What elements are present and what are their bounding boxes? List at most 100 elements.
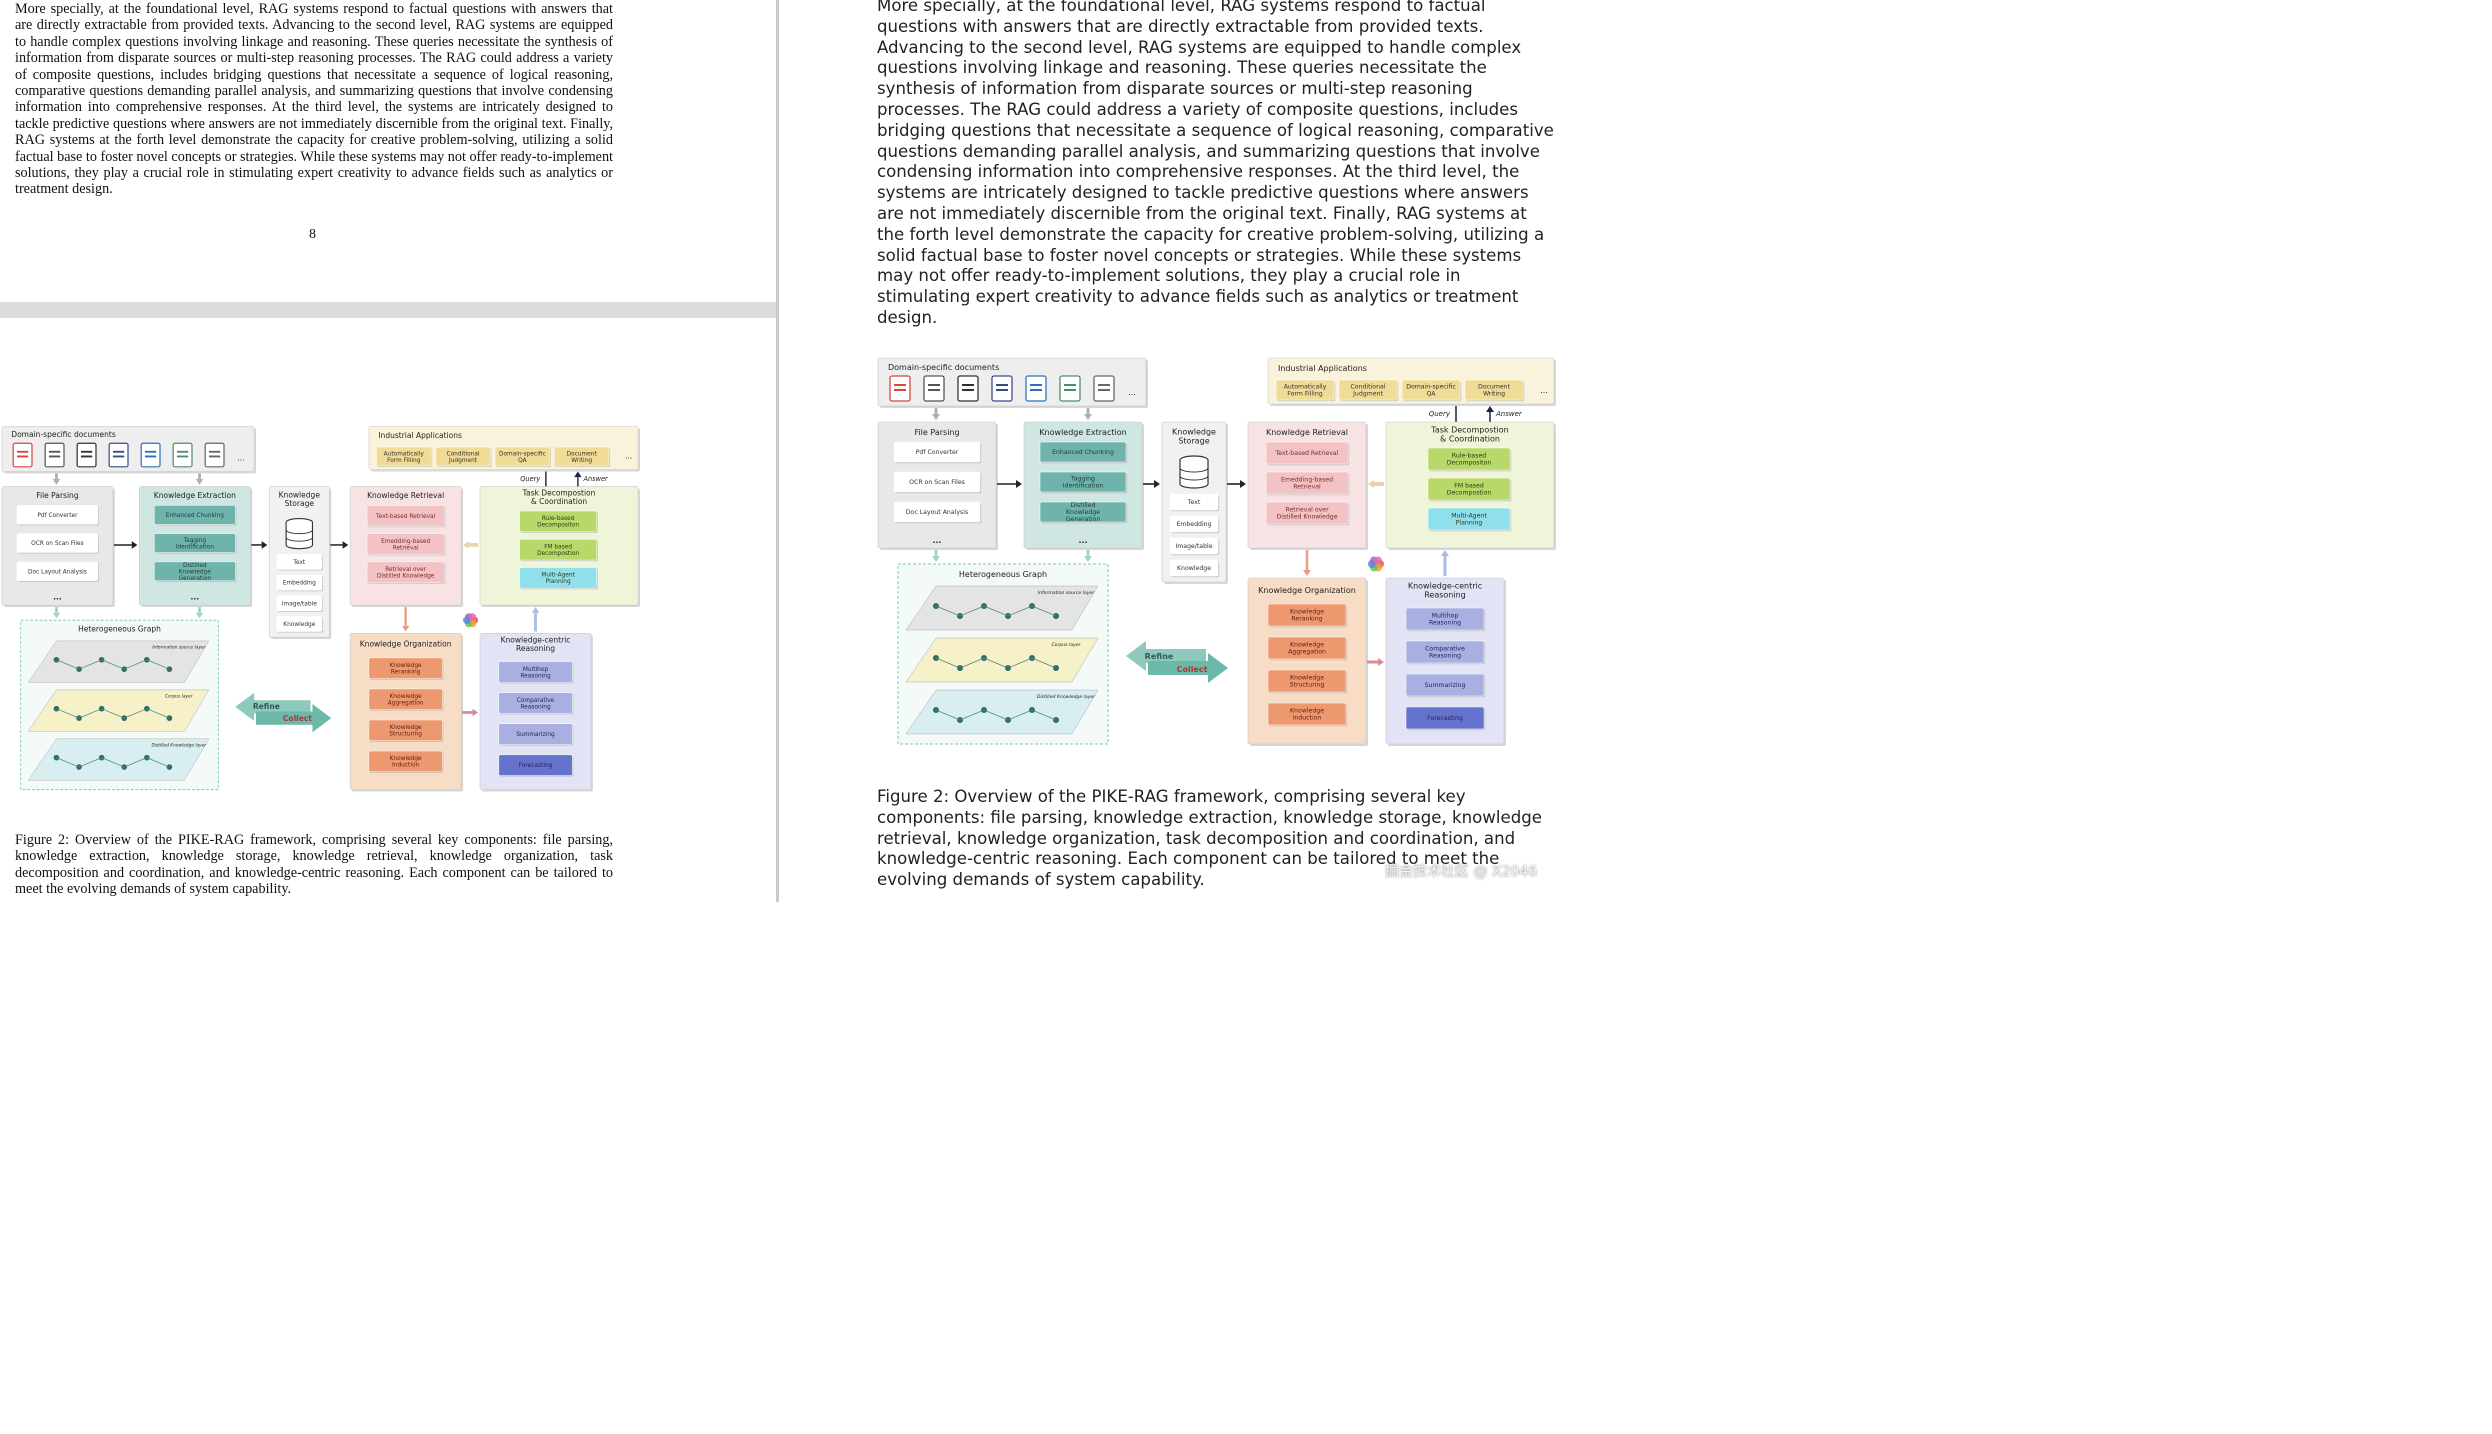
chart-doc-icon-line1: [996, 384, 1008, 386]
app-item-automatically-form-filling: [1275, 379, 1335, 401]
storage-to-retrieval-arrow-head: [342, 541, 349, 549]
organization-item-knowledge-structuring: [1267, 669, 1347, 693]
knowledge-extraction-more: ...: [191, 593, 200, 602]
flower-logo-petal-5: [468, 613, 477, 621]
docs-down-arrow-1-head: [195, 479, 204, 485]
answer-arrow-head: [574, 471, 582, 478]
collect-label: Collect: [1177, 665, 1208, 674]
database-icon-body: [285, 522, 314, 550]
apps-more: ...: [625, 451, 632, 460]
retrieval-item-text-based-retrieval-label: Text-based Retrieval: [1275, 450, 1339, 457]
parsing-to-extraction-arrow-head: [131, 541, 138, 549]
settings-doc-icon-line2: [1098, 389, 1110, 391]
extraction-item-enhanced-chunking: [154, 505, 236, 525]
graph-edge-2-1: [56, 757, 80, 768]
graph-edge-0-5: [146, 659, 170, 670]
retrieval-item-text-based-retrieval: [1265, 441, 1349, 465]
graph-edge-0-1: [56, 659, 80, 670]
parsing-item-ocr-on-scan-files: [16, 533, 99, 553]
web-page-icon-line2: [1030, 389, 1042, 391]
pdf-icon-line1: [894, 384, 906, 386]
parsing-item-pdf-converter: [893, 441, 981, 463]
image-icon: [172, 442, 193, 468]
graph-node-1-1: [76, 715, 82, 721]
graph-node-1-5: [166, 715, 173, 721]
chart-doc-icon-line2: [996, 389, 1008, 391]
graph-layer-label-information-source-layer: Information source layer: [1038, 590, 1096, 596]
chart-doc-icon-line2: [112, 455, 125, 458]
settings-doc-icon-line2: [208, 455, 221, 458]
reasoning-item-forecasting: [1405, 706, 1485, 730]
answer-arrow-head: [1486, 406, 1494, 412]
image-icon-line1: [1064, 384, 1076, 386]
parsing-item-pdf-converter: [16, 505, 99, 525]
reasoning-to-task-arrow-head: [1441, 550, 1449, 556]
pdf-viewer[interactable]: More specially, at the foundational leve…: [0, 0, 776, 902]
reasoning-item-multihop-reasoning: [1405, 607, 1485, 631]
pdf-icon-line1: [16, 450, 29, 453]
graph-layer-label-distilled-knowledge-layer: Distilled Knowledge layer: [1037, 694, 1096, 700]
graph-edge-1-2: [959, 657, 985, 669]
task-item-rule-based-decompositon: [1427, 447, 1511, 471]
parsing-to-extraction-arrow-head: [1016, 480, 1022, 488]
graph-edge-1-4: [1007, 657, 1033, 669]
storage-item-embedding: [1169, 515, 1219, 533]
docs-title: Domain-specific documents: [888, 363, 999, 372]
pane-divider[interactable]: [776, 0, 779, 902]
docs-more: ...: [237, 453, 244, 462]
chart-doc-icon: [108, 442, 129, 468]
graph-down-arrow-0-head: [932, 556, 940, 562]
storage-item-embedding: [276, 574, 323, 591]
task-item-rule-based-decompositon: [519, 510, 597, 533]
reasoning-item-summarizing: [498, 723, 573, 745]
retrieval-item-emedding-based-retrieval: [1265, 471, 1349, 495]
apps-more: ...: [1540, 386, 1548, 395]
graph-edge-2-5: [146, 757, 170, 768]
reasoning-item-summarizing: [1405, 673, 1485, 697]
retrieval-item-text-based-retrieval-label: Text-based Retrieval: [375, 513, 436, 519]
organization-item-knowledge-aggregation: [368, 688, 443, 710]
refine-arrow: [1126, 641, 1206, 671]
answer-label: Answer: [1495, 410, 1523, 418]
settings-doc-icon: [1093, 375, 1115, 402]
extraction-item-enhanced-chunking-label: Enhanced Chunking: [166, 512, 225, 518]
task-decomposition-title: Task Decompostion& Coordination: [522, 489, 596, 506]
reasoning-item-forecasting-label: Forecasting: [1427, 715, 1463, 722]
paragraph-text-reflowed: More specially, at the foundational leve…: [877, 0, 1554, 327]
storage-item-image-table-label: Image/table: [1175, 543, 1212, 550]
extraction-to-storage-arrow-head: [1154, 480, 1160, 488]
database-icon-rings: [1179, 467, 1209, 481]
settings-doc-icon-line1: [1098, 384, 1110, 386]
spreadsheet-icon-line1: [80, 450, 93, 453]
graph-edge-1-5: [146, 708, 170, 719]
refine-label: Refine: [253, 702, 280, 711]
graph-layer-information-source-layer: [905, 585, 1099, 631]
graph-edge-0-4: [124, 659, 147, 670]
reasoning-item-forecasting: [498, 754, 573, 776]
graph-edge-1-2: [78, 708, 102, 719]
spreadsheet-icon-line2: [80, 455, 93, 458]
retrieval-item-retrieval-over-distilled-knowledge: [1265, 501, 1349, 525]
image-icon-line2: [176, 455, 189, 458]
organization-item-knowledge-reranking: [1267, 603, 1347, 627]
reasoning-item-summarizing-label: Summarizing: [516, 732, 555, 738]
extraction-item-tagging-identification: [154, 533, 236, 553]
watermark: 掘金技术社区 @ X2046: [1385, 864, 1538, 880]
database-icon-rings: [285, 529, 313, 542]
knowledge-organization-title: Knowledge Organization: [360, 640, 452, 649]
apps-title: Industrial Applications: [378, 431, 462, 440]
file-parsing-more: ...: [932, 536, 941, 545]
graph-edge-0-3: [983, 605, 1009, 617]
